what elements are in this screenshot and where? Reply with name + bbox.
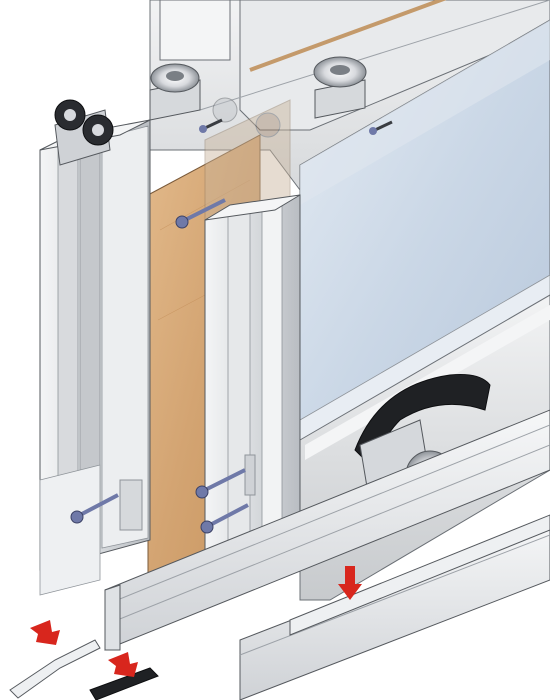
top-roller-left	[54, 99, 114, 166]
screw-icon	[200, 503, 249, 534]
screw-icon	[195, 468, 246, 499]
screw-icon	[175, 198, 226, 229]
screws	[70, 118, 393, 534]
left-vertical-profile	[39, 119, 151, 596]
screw-icon	[199, 118, 223, 133]
floor-rail-long	[104, 409, 550, 651]
top-roller-right	[313, 56, 367, 119]
screw-icon	[369, 120, 393, 135]
screw-icon	[70, 493, 119, 524]
floor-rail-short	[239, 514, 550, 700]
red-arrow-icon	[108, 652, 138, 677]
red-down-arrow-icon	[338, 566, 362, 600]
brush-strip-detail	[89, 652, 159, 700]
rail-cover-strip	[289, 514, 550, 636]
middle-vertical-profile	[204, 194, 301, 566]
top-roller-middle	[149, 63, 201, 121]
seal-strip-detail	[9, 620, 101, 699]
red-arrow-icon	[30, 620, 60, 645]
